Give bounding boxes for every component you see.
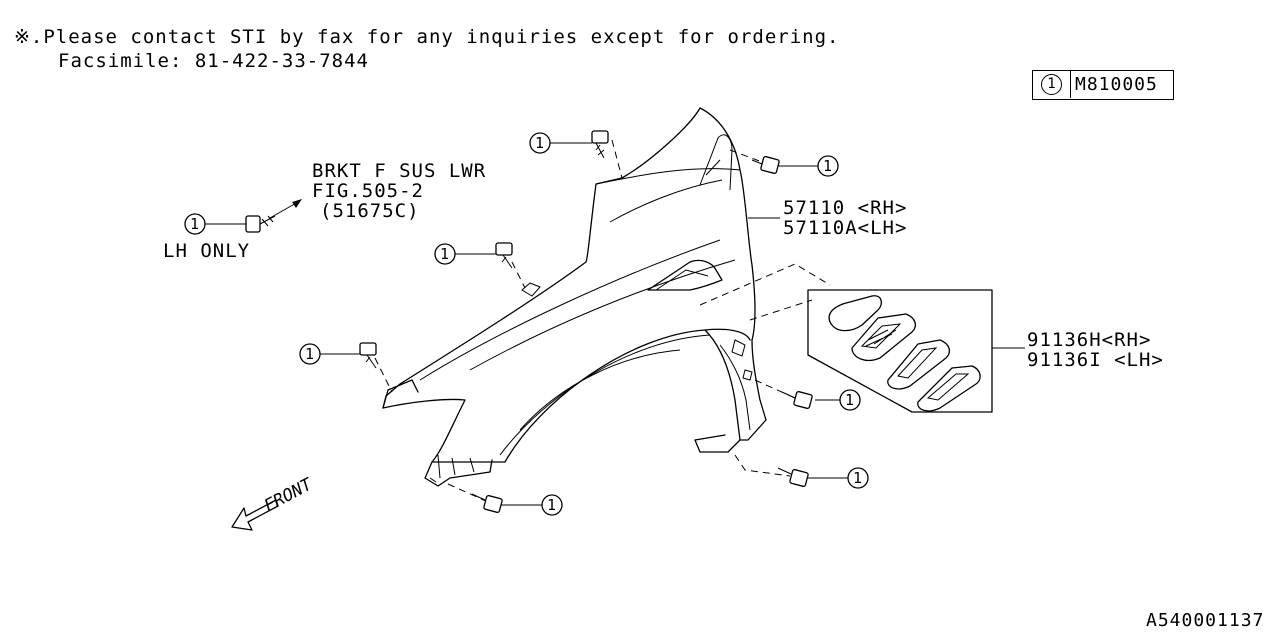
ref-circle: 1: [529, 132, 551, 154]
svg-text:1: 1: [853, 469, 862, 487]
bolt-inner-lower: [777, 467, 809, 488]
vent-cover-detail: [807, 289, 993, 413]
bolt-upper-rear: [751, 155, 780, 175]
fender-inner-liner: [694, 329, 767, 453]
label-fender-lh: 57110A<LH>: [783, 217, 908, 239]
legend-part-number: M810005: [1075, 74, 1158, 95]
bolt-lh-only: [245, 215, 276, 233]
label-bracket-part: (51675C): [320, 200, 420, 222]
fax-notice: ※.Please contact STI by fax for any inqu…: [14, 26, 840, 48]
fax-number: Facsimile: 81-422-33-7844: [58, 50, 369, 72]
label-cover-rh: 91136H<RH>: [1027, 329, 1152, 351]
svg-text:1: 1: [190, 215, 199, 233]
front-label: FRONT: [261, 474, 317, 517]
legend-box: 1 M810005: [1032, 70, 1174, 100]
ref-circle: 1: [184, 213, 206, 235]
front-arrow: FRONT: [231, 474, 317, 531]
label-bracket-name: BRKT F SUS LWR: [312, 160, 487, 182]
svg-text:1: 1: [535, 134, 544, 152]
label-lh-only: LH ONLY: [163, 240, 251, 262]
ref-circle: 1: [541, 494, 563, 516]
legend-key-circle: 1: [1041, 74, 1062, 95]
legend-key-cell: 1: [1033, 71, 1071, 98]
ref-markers: 1 1 1 1 1 1 1 1: [184, 132, 869, 516]
fender-panel: [382, 107, 756, 487]
label-bracket-figure: FIG.505-2: [312, 180, 424, 202]
bolt-middle: [495, 242, 513, 269]
label-leaders: [205, 142, 1025, 506]
svg-text:1: 1: [823, 157, 832, 175]
svg-text:1: 1: [305, 345, 314, 363]
ref-circle: 1: [839, 389, 861, 411]
svg-text:1: 1: [440, 245, 449, 263]
leader-lines: [374, 139, 831, 503]
svg-text:1: 1: [547, 496, 556, 514]
ref-circle: 1: [847, 467, 869, 489]
label-cover-lh: 91136I <LH>: [1027, 349, 1164, 371]
bolt-front: [359, 342, 377, 369]
diagram-id: A540001137: [1146, 610, 1265, 631]
bolt-top: [591, 130, 609, 159]
ref-circle: 1: [434, 243, 456, 265]
bolt-lower-front: [471, 493, 503, 514]
bolt-inner-upper: [781, 390, 813, 410]
ref-circle: 1: [299, 343, 321, 365]
svg-text:1: 1: [845, 391, 854, 409]
ref-circle: 1: [817, 155, 839, 177]
label-fender-rh: 57110 <RH>: [783, 197, 908, 219]
